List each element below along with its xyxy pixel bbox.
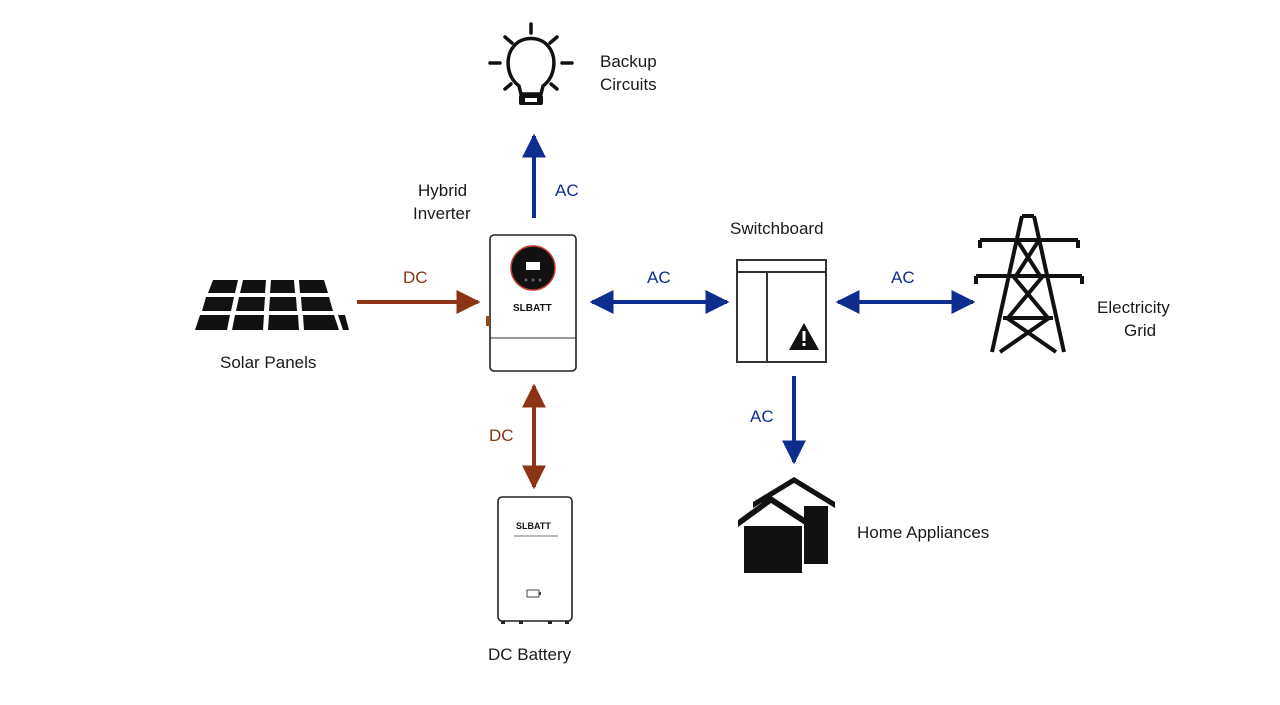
grid-label-line2: Grid [1124,321,1156,340]
flow-label-inverter-backup: AC [555,181,579,200]
flow-label-switchboard-grid: AC [891,268,915,287]
power-tower-icon [974,214,1084,354]
flow-label-solar-inverter: DC [403,268,428,287]
backup-label-line2: Circuits [600,75,657,94]
switchboard-label: Switchboard [730,219,824,238]
house-icon [738,477,835,573]
solar-panel-icon [195,280,349,330]
backup-label-line1: Backup [600,52,657,71]
inverter-label-line1: Hybrid [418,181,467,200]
home-label: Home Appliances [857,523,989,542]
grid-label-line1: Electricity [1097,298,1170,317]
lightbulb-icon [488,22,574,105]
inverter-label-line2: Inverter [413,204,471,223]
flow-label-switchboard-home: AC [750,407,774,426]
switchboard-icon [736,259,827,363]
battery-label: DC Battery [488,645,572,664]
flow-label-inverter-switchboard: AC [647,268,671,287]
battery-brand: SLBATT [516,521,551,531]
solar-label: Solar Panels [220,353,316,372]
inverter-icon: SLBATT [486,234,577,372]
flow-label-inverter-battery: DC [489,426,514,445]
battery-icon: SLBATT [497,496,573,624]
inverter-brand: SLBATT [513,303,552,314]
